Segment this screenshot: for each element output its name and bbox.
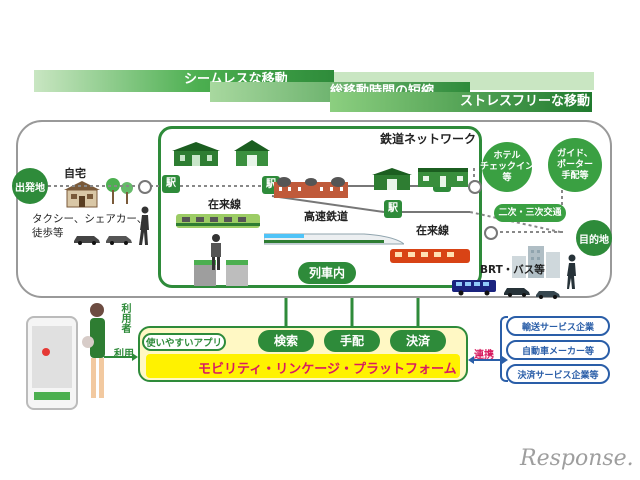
station-tag-1: 駅 (162, 175, 180, 193)
arrange-badge: 手配 (324, 330, 380, 352)
hotel-checkin-badge: ホテル チェックイン 等 (480, 142, 535, 192)
destination-label: 目的地 (579, 234, 609, 246)
car-icon (502, 282, 532, 297)
banner-stress-free: ストレスフリーな移動 (330, 92, 592, 112)
tree-icon (120, 180, 134, 206)
hotel-checkin-label: ホテル チェックイン 等 (480, 150, 535, 183)
station-building-icon (232, 140, 272, 166)
watermark-logo: Response. (520, 446, 634, 471)
home-label: 自宅 (64, 167, 86, 180)
payment-badge: 決済 (390, 330, 446, 352)
bus-icon (452, 278, 496, 296)
link-label: 連携 (474, 350, 494, 361)
platform-name: モビリティ・リンケージ・プラットフォーム (198, 362, 457, 377)
woman-with-phone-icon (82, 302, 112, 402)
search-badge: 検索 (258, 330, 314, 352)
regional-train-icon (390, 248, 470, 264)
tree-icon (106, 176, 120, 206)
tokyo-station-icon (274, 176, 348, 198)
platform-inner (146, 354, 460, 378)
conventional-line-label-1: 在来線 (208, 198, 241, 211)
taxi-icon (72, 230, 102, 245)
car-icon (104, 230, 134, 245)
in-train-badge: 列車内 (298, 262, 356, 284)
partner-automaker: 自動車メーカー等 (506, 340, 610, 360)
secondary-transport-badge: 二次・三次交通 (494, 204, 566, 222)
partner-transport: 輸送サービス企業 (506, 316, 610, 336)
easy-app-badge: 使いやすいアプリ (142, 333, 226, 351)
station-tag-3: 駅 (384, 200, 402, 218)
station-building-icon (418, 165, 468, 187)
railway-network-title: 鉄道ネットワーク (380, 132, 477, 146)
passenger-icon (208, 234, 224, 270)
station-building-icon (172, 142, 220, 166)
local-train-icon (176, 212, 260, 230)
route-node (138, 180, 152, 194)
shinkansen-icon (263, 228, 406, 248)
walking-person-icon (138, 206, 152, 246)
guide-porter-badge: ガイド、 ポーター 手配等 (548, 138, 602, 192)
partner-bracket (500, 316, 508, 382)
ticket-gate-icon (192, 248, 252, 288)
departure-label: 出発地 (15, 182, 45, 194)
route-node (484, 226, 498, 240)
guide-porter-label: ガイド、 ポーター 手配等 (556, 148, 593, 181)
smartphone-mockup (26, 316, 78, 410)
use-label: 利用 (114, 349, 134, 360)
route-node (468, 180, 482, 194)
station-building-icon (372, 168, 412, 190)
partner-payment: 決済サービス企業等 (506, 364, 610, 384)
user-label: 利用者 (119, 303, 130, 333)
high-speed-rail-label: 高速鉄道 (304, 210, 348, 223)
walking-person-icon (566, 254, 578, 290)
city-buildings-icon (510, 242, 570, 278)
departure-badge: 出発地 (12, 168, 48, 204)
journey-frame (16, 120, 612, 298)
use-arrow (104, 353, 138, 361)
first-mile-label: タクシー、シェアカー、 徒歩等 (32, 213, 148, 239)
link-arrow (468, 356, 508, 364)
destination-badge: 目的地 (576, 220, 612, 256)
conventional-line-label-2: 在来線 (416, 224, 449, 237)
car-icon (534, 284, 562, 299)
brt-bus-label: BRT・バス等 (480, 264, 545, 276)
banner-stress-free-text: ストレスフリーな移動 (460, 94, 591, 109)
house-icon (62, 180, 102, 208)
